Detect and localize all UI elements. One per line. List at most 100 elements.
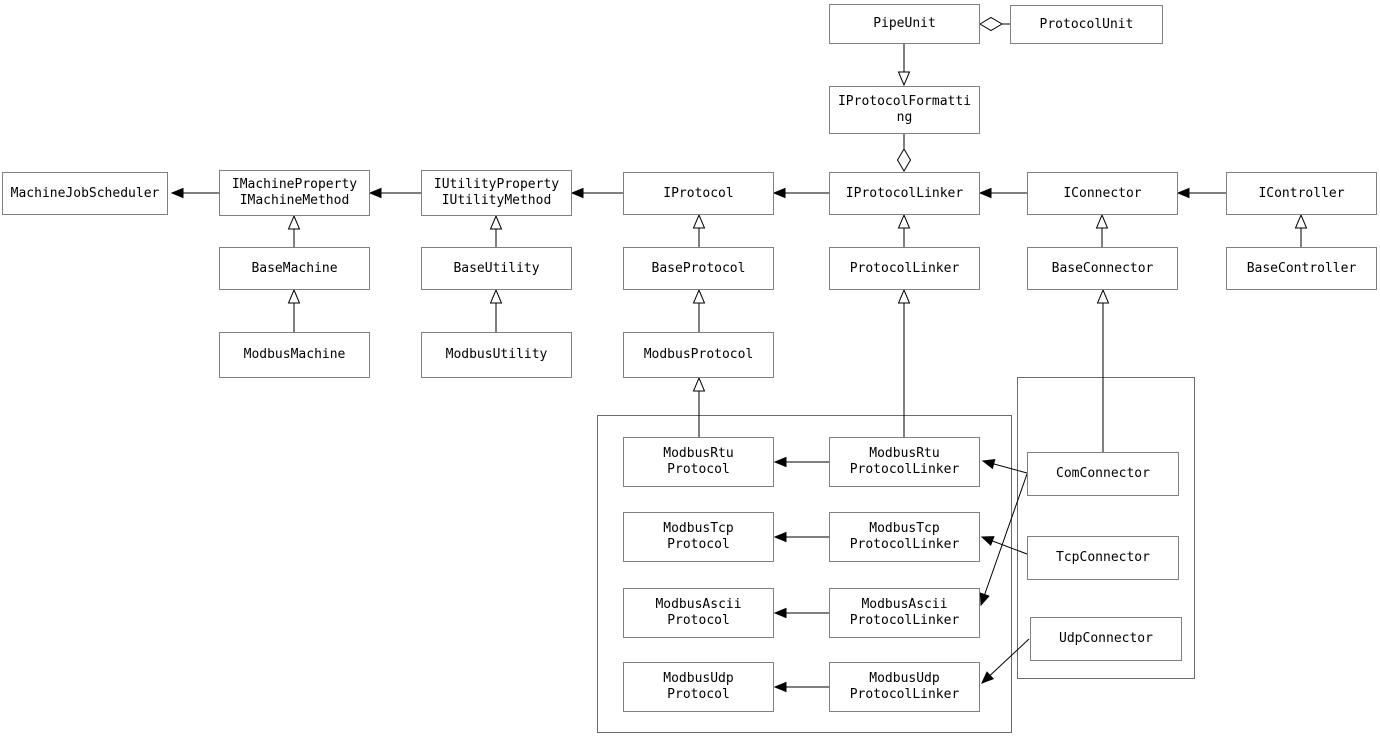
node-label-udp-connector: UdpConnector <box>1059 631 1153 646</box>
node-label-com-connector: ComConnector <box>1056 466 1150 481</box>
node-label-iutility: IUtilityProperty IUtilityMethod <box>433 177 560 208</box>
node-base-protocol: BaseProtocol <box>623 247 774 290</box>
marker-triangle-icon <box>897 71 911 87</box>
edge-inheritance-base_machine-to-imachine <box>287 214 301 247</box>
node-label-base-protocol: BaseProtocol <box>651 260 746 276</box>
edge-inheritance-modbus_rtu_protocol_linker-to-protocol_linker <box>897 288 911 437</box>
node-label-machine-job-scheduler: MachineJobScheduler <box>10 185 160 201</box>
marker-arrow-icon <box>773 681 787 693</box>
node-label-modbus-ascii-protocol: ModbusAscii Protocol <box>655 597 742 628</box>
edge-association-iconnector-to-iprotocol_linker <box>978 187 1027 199</box>
node-label-modbus-rtu-protocol-linker: ModbusRtu ProtocolLinker <box>849 446 960 477</box>
edge-association-modbus_udp_protocol_linker-to-modbus_udp_protocol <box>773 681 829 693</box>
node-modbus-tcp-protocol: ModbusTcp Protocol <box>623 512 774 562</box>
edge-association-modbus_rtu_protocol_linker-to-modbus_rtu_protocol <box>773 456 829 468</box>
node-udp-connector: UdpConnector <box>1030 617 1182 661</box>
marker-triangle-icon <box>489 288 503 304</box>
edge-association-icontroller-to-iconnector <box>1176 187 1226 199</box>
edge-inheritance-modbus_utility-to-base_utility <box>489 288 503 332</box>
edge-association-iutility-to-imachine <box>368 187 421 199</box>
edge-inheritance-modbus_protocol-to-base_protocol <box>692 288 706 332</box>
edge-inheritance-base_utility-to-iutility <box>489 214 503 247</box>
edge-inheritance-modbus_machine-to-base_machine <box>287 288 301 332</box>
node-label-base-utility: BaseUtility <box>453 260 540 276</box>
marker-triangle-icon <box>692 288 706 304</box>
node-label-protocol-linker: ProtocolLinker <box>849 260 960 276</box>
node-modbus-udp-protocol-linker: ModbusUdp ProtocolLinker <box>829 662 980 712</box>
marker-arrow-icon <box>773 607 787 619</box>
marker-arrow-icon <box>772 187 786 199</box>
node-label-tcp-connector: TcpConnector <box>1056 550 1150 565</box>
marker-arrow-icon <box>979 592 990 607</box>
node-base-controller: BaseController <box>1226 247 1377 290</box>
edge-inheritance-protocol_linker-to-iprotocol_linker <box>897 213 911 247</box>
edge-inheritance-base_protocol-to-iprotocol <box>692 213 706 247</box>
node-label-icontroller: IController <box>1258 185 1345 201</box>
node-modbus-rtu-protocol-linker: ModbusRtu ProtocolLinker <box>829 437 980 487</box>
node-label-iprotocol: IProtocol <box>663 185 734 201</box>
edge-association-udp_connector-to-modbus_udp_protocol_linker <box>981 638 1030 684</box>
edge-association-com_connector-to-modbus_ascii_protocol_linker <box>979 473 1028 607</box>
node-protocol-unit: ProtocolUnit <box>1010 5 1163 44</box>
marker-arrow-icon <box>773 531 787 543</box>
node-iconnector: IConnector <box>1027 172 1178 215</box>
node-label-imachine: IMachineProperty IMachineMethod <box>231 177 358 208</box>
marker-arrow-icon <box>570 187 584 199</box>
edge-association-modbus_ascii_protocol_linker-to-modbus_ascii_protocol <box>773 607 829 619</box>
modbus-protocol-group-frame <box>597 415 1012 733</box>
node-modbus-machine: ModbusMachine <box>219 332 370 378</box>
node-label-iprotocol-linker: IProtocolLinker <box>845 185 964 201</box>
node-label-iconnector: IConnector <box>1063 185 1142 201</box>
node-label-modbus-udp-protocol: ModbusUdp Protocol <box>663 671 734 702</box>
node-imachine: IMachineProperty IMachineMethod <box>219 170 370 216</box>
node-label-modbus-tcp-protocol-linker: ModbusTcp ProtocolLinker <box>849 521 960 552</box>
node-machine-job-scheduler: MachineJobScheduler <box>2 172 168 215</box>
marker-arrow-icon <box>978 187 992 199</box>
marker-triangle-icon <box>287 288 301 304</box>
node-label-modbus-rtu-protocol: ModbusRtu Protocol <box>663 446 734 477</box>
node-iutility: IUtilityProperty IUtilityMethod <box>421 170 572 216</box>
node-label-base-controller: BaseController <box>1246 260 1357 276</box>
edge-association-modbus_tcp_protocol_linker-to-modbus_tcp_protocol <box>773 531 829 543</box>
node-label-base-connector: BaseConnector <box>1051 260 1154 276</box>
node-iprotocol-linker: IProtocolLinker <box>829 172 980 215</box>
node-label-modbus-ascii-protocol-linker: ModbusAscii ProtocolLinker <box>849 597 960 628</box>
marker-arrow-icon <box>981 671 994 684</box>
marker-arrow-icon <box>773 456 787 468</box>
marker-triangle-icon <box>692 376 706 392</box>
edge-association-iprotocol-to-iutility <box>570 187 623 199</box>
node-label-protocol-unit: ProtocolUnit <box>1039 16 1134 32</box>
marker-triangle-icon <box>1294 213 1308 229</box>
edge-inheritance-base_controller-to-icontroller <box>1294 213 1308 247</box>
edge-inheritance-modbus_rtu_protocol-to-modbus_protocol <box>692 376 706 437</box>
marker-arrow-icon <box>368 187 382 199</box>
node-label-modbus-tcp-protocol: ModbusTcp Protocol <box>663 521 734 552</box>
node-iprotocol-formatting: IProtocolFormatting <box>829 86 980 134</box>
marker-triangle-icon <box>897 213 911 229</box>
edge-association-com_connector-to-modbus_rtu_protocol_linker <box>981 458 1028 474</box>
edge-aggregation-protocol_unit-to-pipe_unit <box>979 16 1010 32</box>
node-label-modbus-udp-protocol-linker: ModbusUdp ProtocolLinker <box>849 671 960 702</box>
marker-arrow-icon <box>1176 187 1190 199</box>
node-com-connector: ComConnector <box>1027 452 1179 496</box>
node-modbus-protocol: ModbusProtocol <box>623 332 774 378</box>
node-base-connector: BaseConnector <box>1027 247 1178 290</box>
node-protocol-linker: ProtocolLinker <box>829 247 980 290</box>
node-modbus-tcp-protocol-linker: ModbusTcp ProtocolLinker <box>829 512 980 562</box>
marker-triangle-icon <box>287 214 301 230</box>
edge-realization-pipe_unit-to-iprotocol_formatting <box>897 44 911 87</box>
node-modbus-ascii-protocol: ModbusAscii Protocol <box>623 588 774 638</box>
node-modbus-utility: ModbusUtility <box>421 332 572 378</box>
marker-arrow-icon <box>170 187 184 199</box>
node-modbus-rtu-protocol: ModbusRtu Protocol <box>623 437 774 487</box>
edge-inheritance-com_connector-to-base_connector <box>1096 288 1110 452</box>
marker-arrow-icon <box>980 536 995 546</box>
node-base-machine: BaseMachine <box>219 247 370 290</box>
node-label-pipe-unit: PipeUnit <box>873 16 936 31</box>
node-label-modbus-machine: ModbusMachine <box>243 347 346 362</box>
marker-triangle-icon <box>1096 288 1110 304</box>
edge-association-tcp_connector-to-modbus_tcp_protocol_linker <box>980 536 1028 555</box>
marker-triangle-icon <box>692 213 706 229</box>
edge-association-imachine-to-machine_job_scheduler <box>170 187 219 199</box>
edge-association-iprotocol_linker-to-iprotocol <box>772 187 829 199</box>
